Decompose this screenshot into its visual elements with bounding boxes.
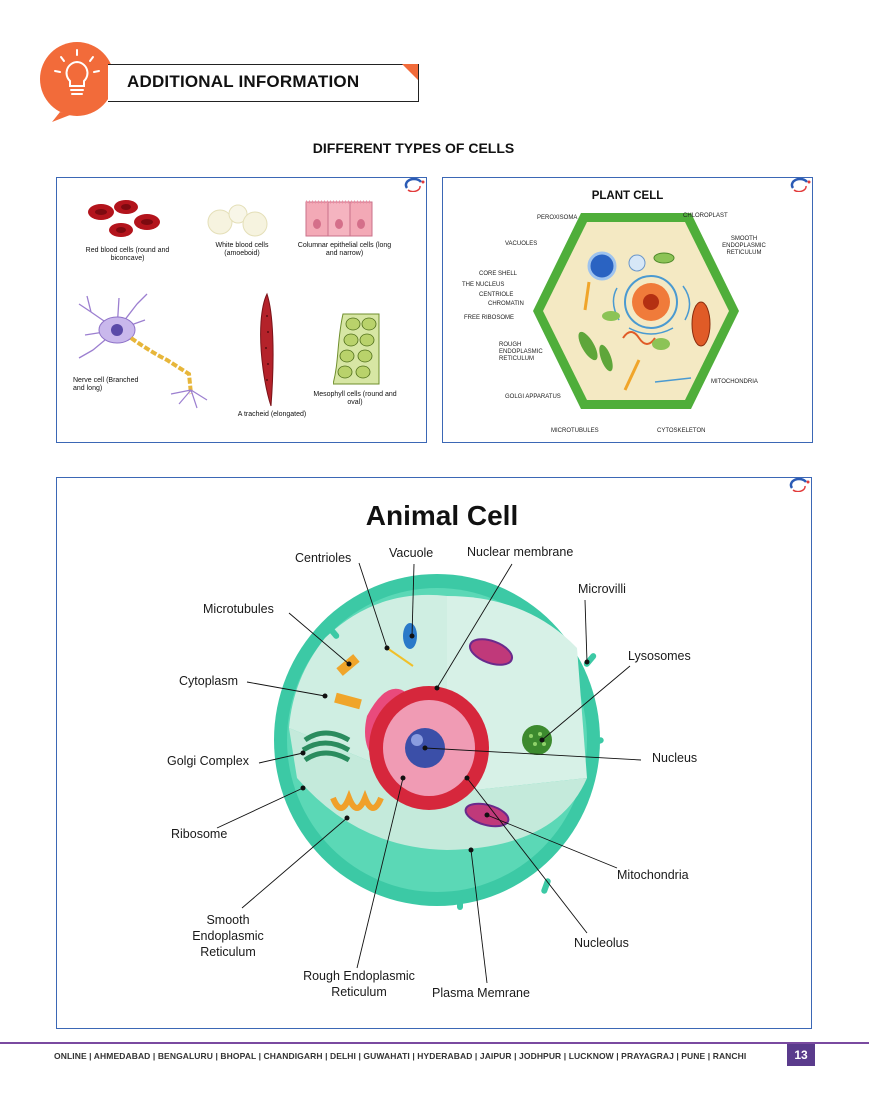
brand-logo-icon <box>790 178 811 192</box>
nucleus-label: Nucleus <box>652 751 698 765</box>
ribosome-label: Ribosome <box>171 827 228 841</box>
mitochondria-label: MITOCHONDRIA <box>711 379 758 385</box>
brand-logo-icon <box>789 478 810 492</box>
plant-cell-title: PLANT CELL <box>591 190 664 202</box>
rough-er-label: Rough Endoplasmic Reticulum <box>303 969 415 999</box>
columnar-epithelial-image <box>305 200 373 237</box>
chromatin-label: CHROMATIN <box>488 301 524 307</box>
red-blood-cells-image <box>88 200 160 237</box>
nerve-cell-label: Nerve cell (Branched and long) <box>73 377 139 392</box>
mesophyll-cells-image <box>333 313 380 385</box>
footer-divider <box>0 1042 869 1044</box>
microtubules-label: MICROTUBULES <box>551 428 599 434</box>
lightbulb-icon <box>52 49 100 122</box>
tracheid-label: A tracheid (elongated) <box>237 411 307 418</box>
nucleolus-label: Nucleolus <box>574 936 629 950</box>
peroxisoma-label: PEROXISOMA <box>537 215 578 221</box>
tracheid-image <box>260 292 274 407</box>
animal-cell-panel: Animal Cell <box>56 477 812 1029</box>
white-blood-cells-image <box>207 204 268 237</box>
mesophyll-cells-label: Mesophyll cells (round and oval) <box>313 391 397 406</box>
centrioles-label: Centrioles <box>295 551 352 565</box>
plant-cell-panel: PLANT CELL PEROXISOMA CHLOROPLAST SMOOTH… <box>442 177 813 443</box>
lightbulb-badge <box>40 42 114 122</box>
header-corner-accent <box>402 64 418 80</box>
cytoplasm-label: Cytoplasm <box>179 674 239 688</box>
golgi-label: GOLGI APPARATUS <box>505 394 561 400</box>
smooth-er-label: Smooth Endoplasmic Reticulum <box>192 913 264 959</box>
plasma-membrane-label: Plasma Memrane <box>432 986 530 1000</box>
footer-locations: ONLINE | AHMEDABAD | BENGALURU | BHOPAL … <box>54 1051 747 1061</box>
nucleus-label: THE NUCLEUS <box>462 282 505 288</box>
microvilli-label: Microvilli <box>578 582 626 596</box>
page-number: 13 <box>787 1044 815 1066</box>
centriole-label: CENTRIOLE <box>479 292 514 298</box>
chloroplast-label: CHLOROPLAST <box>683 213 728 219</box>
mitochondria-label: Mitochondria <box>617 868 689 882</box>
vacuole-label: Vacuole <box>389 546 434 560</box>
brand-logo-icon <box>404 178 425 192</box>
rough-er-label: ROUGH ENDOPLASMIC RETICULUM <box>499 342 543 362</box>
nuclear-membrane-label: Nuclear membrane <box>467 545 574 559</box>
section-title: DIFFERENT TYPES OF CELLS <box>312 140 515 156</box>
vacuoles-label: VACUOLES <box>505 241 538 247</box>
plant-cell-diagram <box>533 213 739 409</box>
animal-cell-diagram <box>216 562 642 984</box>
columnar-epithelial-label: Columnar epithelial cells (long and narr… <box>297 242 392 257</box>
golgi-complex-label: Golgi Complex <box>167 754 249 768</box>
animal-cell-title: Animal Cell <box>365 500 519 531</box>
page-title: ADDITIONAL INFORMATION <box>127 72 360 91</box>
microtubules-label: Microtubules <box>203 602 274 616</box>
cytoskeleton-label: CYTOSKELETON <box>657 428 706 434</box>
cell-types-panel: Red blood cells (round and biconcave) Wh… <box>56 177 427 443</box>
white-blood-cells-label: White blood cells (amoeboid) <box>215 242 269 257</box>
core-shell-label: CORE SHELL <box>479 271 518 277</box>
free-ribosome-label: FREE RIBOSOME <box>464 315 515 321</box>
nerve-cell-image <box>78 293 208 409</box>
red-blood-cells-label: Red blood cells (round and biconcave) <box>85 247 170 262</box>
lysosomes-label: Lysosomes <box>628 649 691 663</box>
header-banner <box>108 64 419 102</box>
smooth-er-label: SMOOTH ENDOPLASMIC RETICULUM <box>722 236 766 256</box>
